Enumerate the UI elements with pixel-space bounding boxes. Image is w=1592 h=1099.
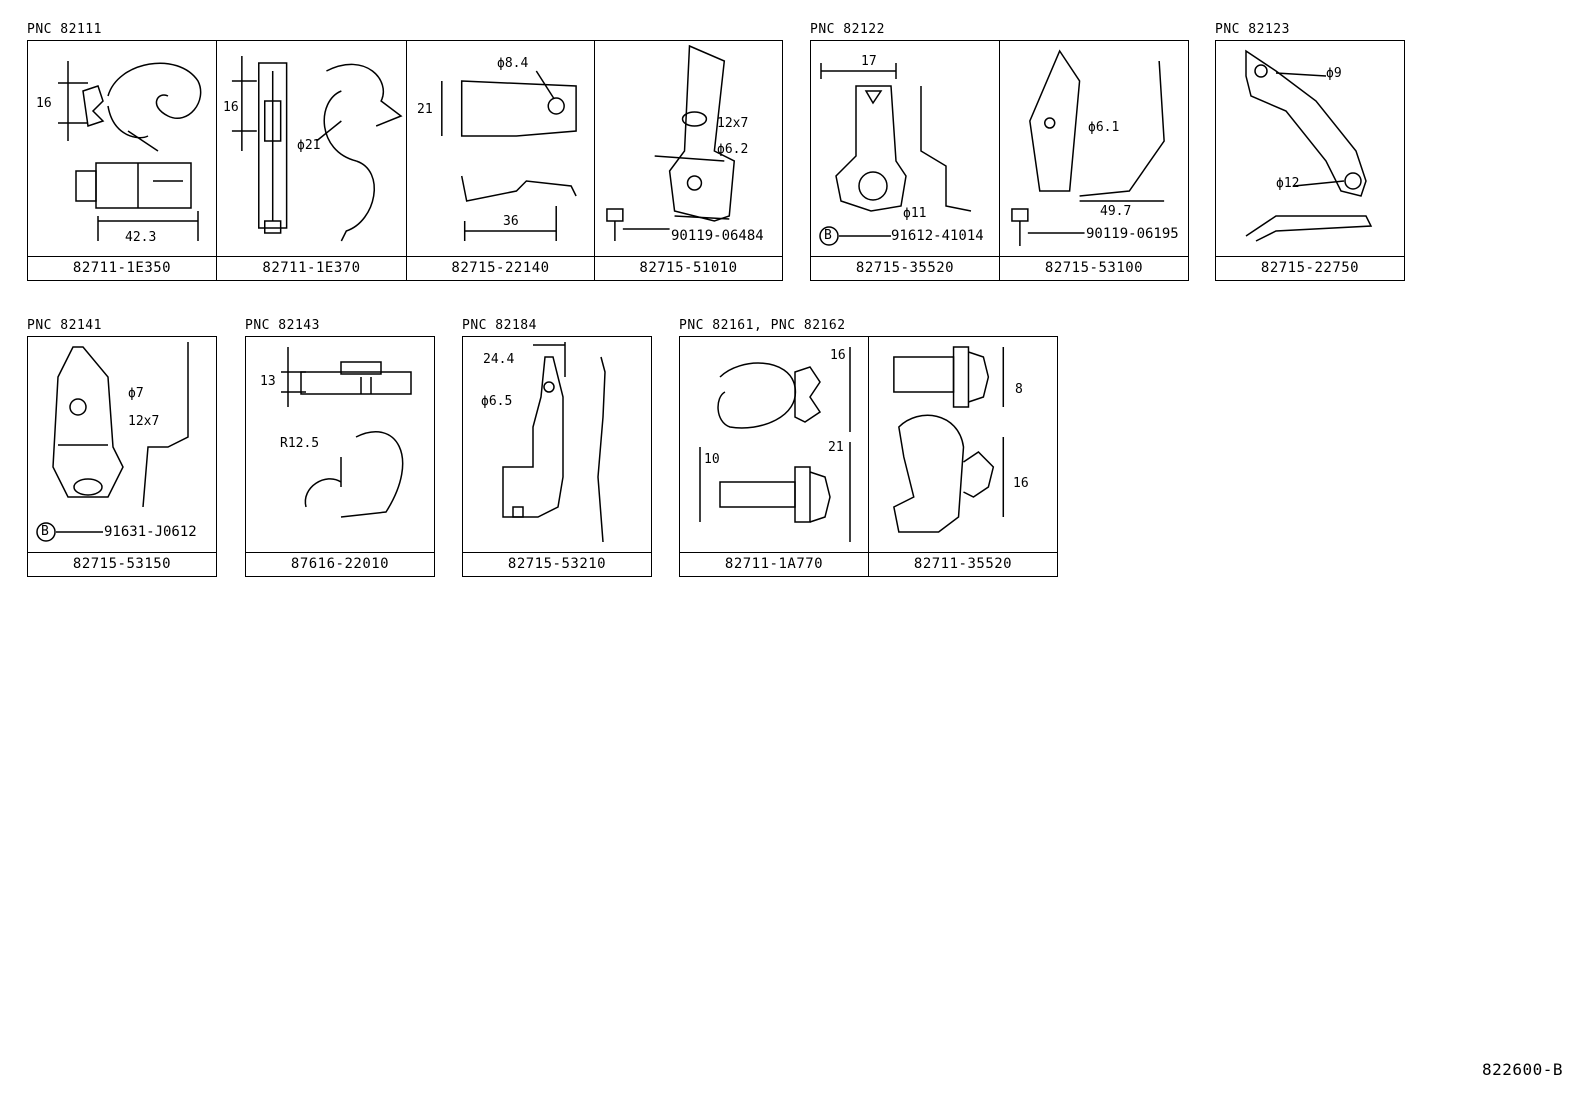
dim-diameter: ϕ21 [297,138,321,153]
dim-height: 16 [36,96,52,111]
dim-hole: ϕ6.5 [481,394,513,409]
bracket-drawing-82715-22750: ϕ9 ϕ12 [1216,41,1404,256]
dim-head: 8 [1015,382,1023,397]
clip-drawing-82711-1E370: 16 ϕ21 [217,41,406,256]
parts-group-82123: ϕ9 ϕ12 82715-22750 [1215,40,1405,281]
clip-drawing-82711-1A770: 16 21 10 [680,337,868,552]
part-cell-82711-1E370[interactable]: 16 ϕ21 82711-1E370 [216,41,406,280]
pnc-label-82141: PNC 82141 [27,318,102,333]
part-cell-82715-53210[interactable]: 24.4 ϕ6.5 82715-53210 [463,337,651,576]
part-number: 82711-1E350 [28,256,216,280]
dim-hole: ϕ8.4 [497,56,529,71]
dim-slot: 12x7 [128,414,160,429]
pnc-label-82143: PNC 82143 [245,318,320,333]
dim-hole: ϕ11 [903,206,927,221]
clip-drawing-82711-35520: 8 16 [869,337,1057,552]
parts-group-82184: 24.4 ϕ6.5 82715-53210 [462,336,652,577]
pnc-label-82123: PNC 82123 [1215,22,1290,37]
dim-height: 21 [417,102,433,117]
dim-height: 13 [260,374,276,389]
part-number: 87616-22010 [246,552,434,576]
part-number: 82715-53100 [1000,256,1188,280]
part-number: 82715-51010 [595,256,782,280]
pnc-label-82111: PNC 82111 [27,22,102,37]
part-cell-82711-1E350[interactable]: 16 42.3 82711-1E350 [28,41,216,280]
dim-length: 42.3 [125,230,157,245]
part-cell-82715-53100[interactable]: ϕ6.1 49.7 90119-06195 82715-53100 [999,41,1188,280]
dim-radius: R12.5 [280,436,320,451]
dim-top-height: 16 [830,348,846,363]
dim-length: 36 [503,214,519,229]
bolt-tag: B [41,524,49,539]
dim-hole: ϕ6.1 [1088,120,1120,135]
dim-length: 24.4 [483,352,515,367]
bracket-drawing-82715-35520: 17 ϕ11 B 91612-41014 [811,41,999,256]
dim-hole-large: ϕ12 [1276,176,1300,191]
part-number: 82715-22750 [1216,256,1404,280]
dim-hole: ϕ7 [128,386,144,401]
pnc-label-82184: PNC 82184 [462,318,537,333]
part-cell-87616-22010[interactable]: 13 R12.5 87616-22010 [246,337,434,576]
clip-drawing-82711-1E350: 16 42.3 [28,41,216,256]
parts-group-82111: 16 42.3 82711-1E350 16 ϕ21 82711-1E370 [27,40,783,281]
figure-id: 822600-B [1482,1060,1564,1079]
parts-group-82143: 13 R12.5 87616-22010 [245,336,435,577]
part-cell-82715-22750[interactable]: ϕ9 ϕ12 82715-22750 [1216,41,1404,280]
part-cell-82715-22140[interactable]: ϕ8.4 21 36 82715-22140 [406,41,594,280]
dim-hole-small: ϕ9 [1326,66,1342,81]
dim-hole: ϕ6.2 [717,142,749,157]
part-cell-82715-35520[interactable]: 17 ϕ11 B 91612-41014 82715-35520 [811,41,999,280]
part-cell-82711-1A770[interactable]: 16 21 10 82711-1A770 [680,337,868,576]
part-number: 82715-35520 [811,256,999,280]
dim-length: 49.7 [1100,204,1132,219]
bracket-drawing-82715-51010: 12x7 ϕ6.2 90119-06484 [595,41,782,256]
dim-slot: 12x7 [717,116,749,131]
part-number: 82711-35520 [869,552,1057,576]
part-number: 82715-22140 [407,256,594,280]
bolt-part-number: 90119-06195 [1086,226,1179,242]
parts-group-82161-82162: 16 21 10 82711-1A770 8 16 82711-35520 [679,336,1058,577]
part-number: 82711-1A770 [680,552,868,576]
bracket-drawing-82715-22140: ϕ8.4 21 36 [407,41,594,256]
dim-width: 17 [861,54,877,69]
pnc-label-82122: PNC 82122 [810,22,885,37]
part-number: 82715-53150 [28,552,216,576]
part-cell-82715-51010[interactable]: 12x7 ϕ6.2 90119-06484 82715-51010 [594,41,782,280]
part-cell-82711-35520[interactable]: 8 16 82711-35520 [868,337,1057,576]
parts-group-82122: 17 ϕ11 B 91612-41014 82715-35520 ϕ6.1 49… [810,40,1189,281]
bolt-part-number: 91612-41014 [891,228,984,244]
part-cell-82715-53150[interactable]: ϕ7 12x7 B 91631-J0612 82715-53150 [28,337,216,576]
bolt-tag: B [824,228,832,243]
bolt-part-number: 90119-06484 [671,228,764,244]
bolt-part-number: 91631-J0612 [104,524,197,540]
pnc-label-82161-82162: PNC 82161, PNC 82162 [679,318,846,333]
bracket-drawing-82715-53210: 24.4 ϕ6.5 [463,337,651,552]
dim-head-height: 10 [704,452,720,467]
part-number: 82711-1E370 [217,256,406,280]
dim-height: 16 [223,100,239,115]
part-number: 82715-53210 [463,552,651,576]
bracket-drawing-82715-53150: ϕ7 12x7 B 91631-J0612 [28,337,216,552]
dim-length: 21 [828,440,844,455]
bracket-drawing-82715-53100: ϕ6.1 49.7 90119-06195 [1000,41,1188,256]
dim-length: 16 [1013,476,1029,491]
clamp-drawing-87616-22010: 13 R12.5 [246,337,434,552]
parts-group-82141: ϕ7 12x7 B 91631-J0612 82715-53150 [27,336,217,577]
